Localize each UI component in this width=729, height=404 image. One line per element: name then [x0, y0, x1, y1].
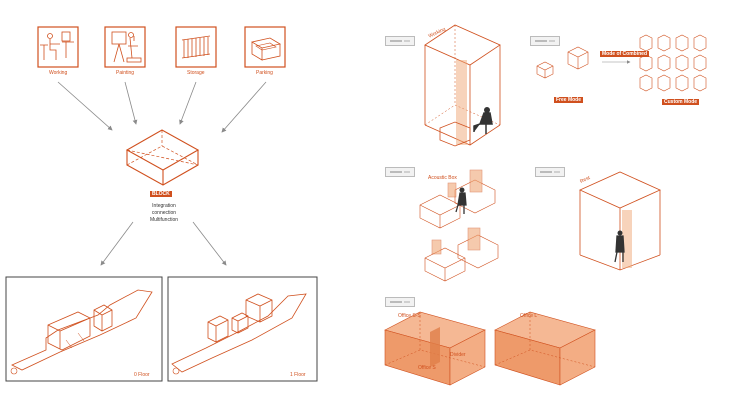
label-working: Working: [49, 70, 68, 76]
acoustic-label: Acoustic Box: [428, 175, 457, 181]
combined-mode-tag: Mode of Combined: [600, 51, 649, 57]
rest-tower: [579, 171, 661, 271]
parking-icon: [244, 26, 286, 68]
office-l-box: [494, 311, 596, 386]
storage-icon: [175, 26, 217, 68]
working-icon: [37, 26, 79, 68]
grey-tag-1: [385, 36, 415, 46]
modules-free: [536, 46, 589, 79]
block-line-3: Multifunction: [149, 217, 179, 223]
grey-tag-5: [385, 297, 415, 307]
grey-tag-4: [535, 167, 565, 177]
block-cube: [125, 129, 200, 186]
floor-0-label: 0 Floor: [134, 372, 150, 378]
grey-tag-2: [530, 36, 560, 46]
label-storage: Storage: [187, 70, 205, 76]
person-acoustic: [455, 187, 467, 214]
person-silhouette: [473, 107, 493, 134]
office-l-label: Office L: [520, 313, 538, 319]
block-line-1: Integration: [152, 203, 176, 209]
divider-label: Divider: [450, 352, 466, 358]
acoustic-stack-top: [419, 169, 496, 229]
arrow-storage: [179, 81, 197, 125]
block-line-2: connection: [151, 210, 177, 216]
office-s-label: Office S-S: [398, 313, 421, 319]
office-s-small-label: Office S: [418, 365, 436, 371]
working-tower: [424, 24, 501, 147]
person-rest: [614, 230, 625, 263]
modules-custom: [639, 34, 707, 92]
arrow-floor-1: [192, 221, 227, 266]
arrow-floor-0: [100, 221, 134, 266]
grey-tag-3: [385, 167, 415, 177]
arrow-parking: [221, 81, 267, 133]
office-s-box: [384, 311, 486, 386]
painting-icon: [104, 26, 146, 68]
floor-1-label: 1 Floor: [290, 372, 306, 378]
block-tag: BLOCK: [150, 191, 172, 197]
floor-0-frame: [5, 276, 163, 382]
free-mode-tag: Free Mode: [554, 97, 584, 103]
custom-mode-tag: Custom Mode: [662, 99, 700, 105]
acoustic-stack-bottom: [424, 227, 499, 282]
arrow-painting: [124, 81, 138, 125]
label-painting: Painting: [116, 70, 135, 76]
floor-1-frame: [167, 276, 318, 382]
label-parking: Parking: [256, 70, 273, 76]
arrow-working: [57, 81, 113, 131]
